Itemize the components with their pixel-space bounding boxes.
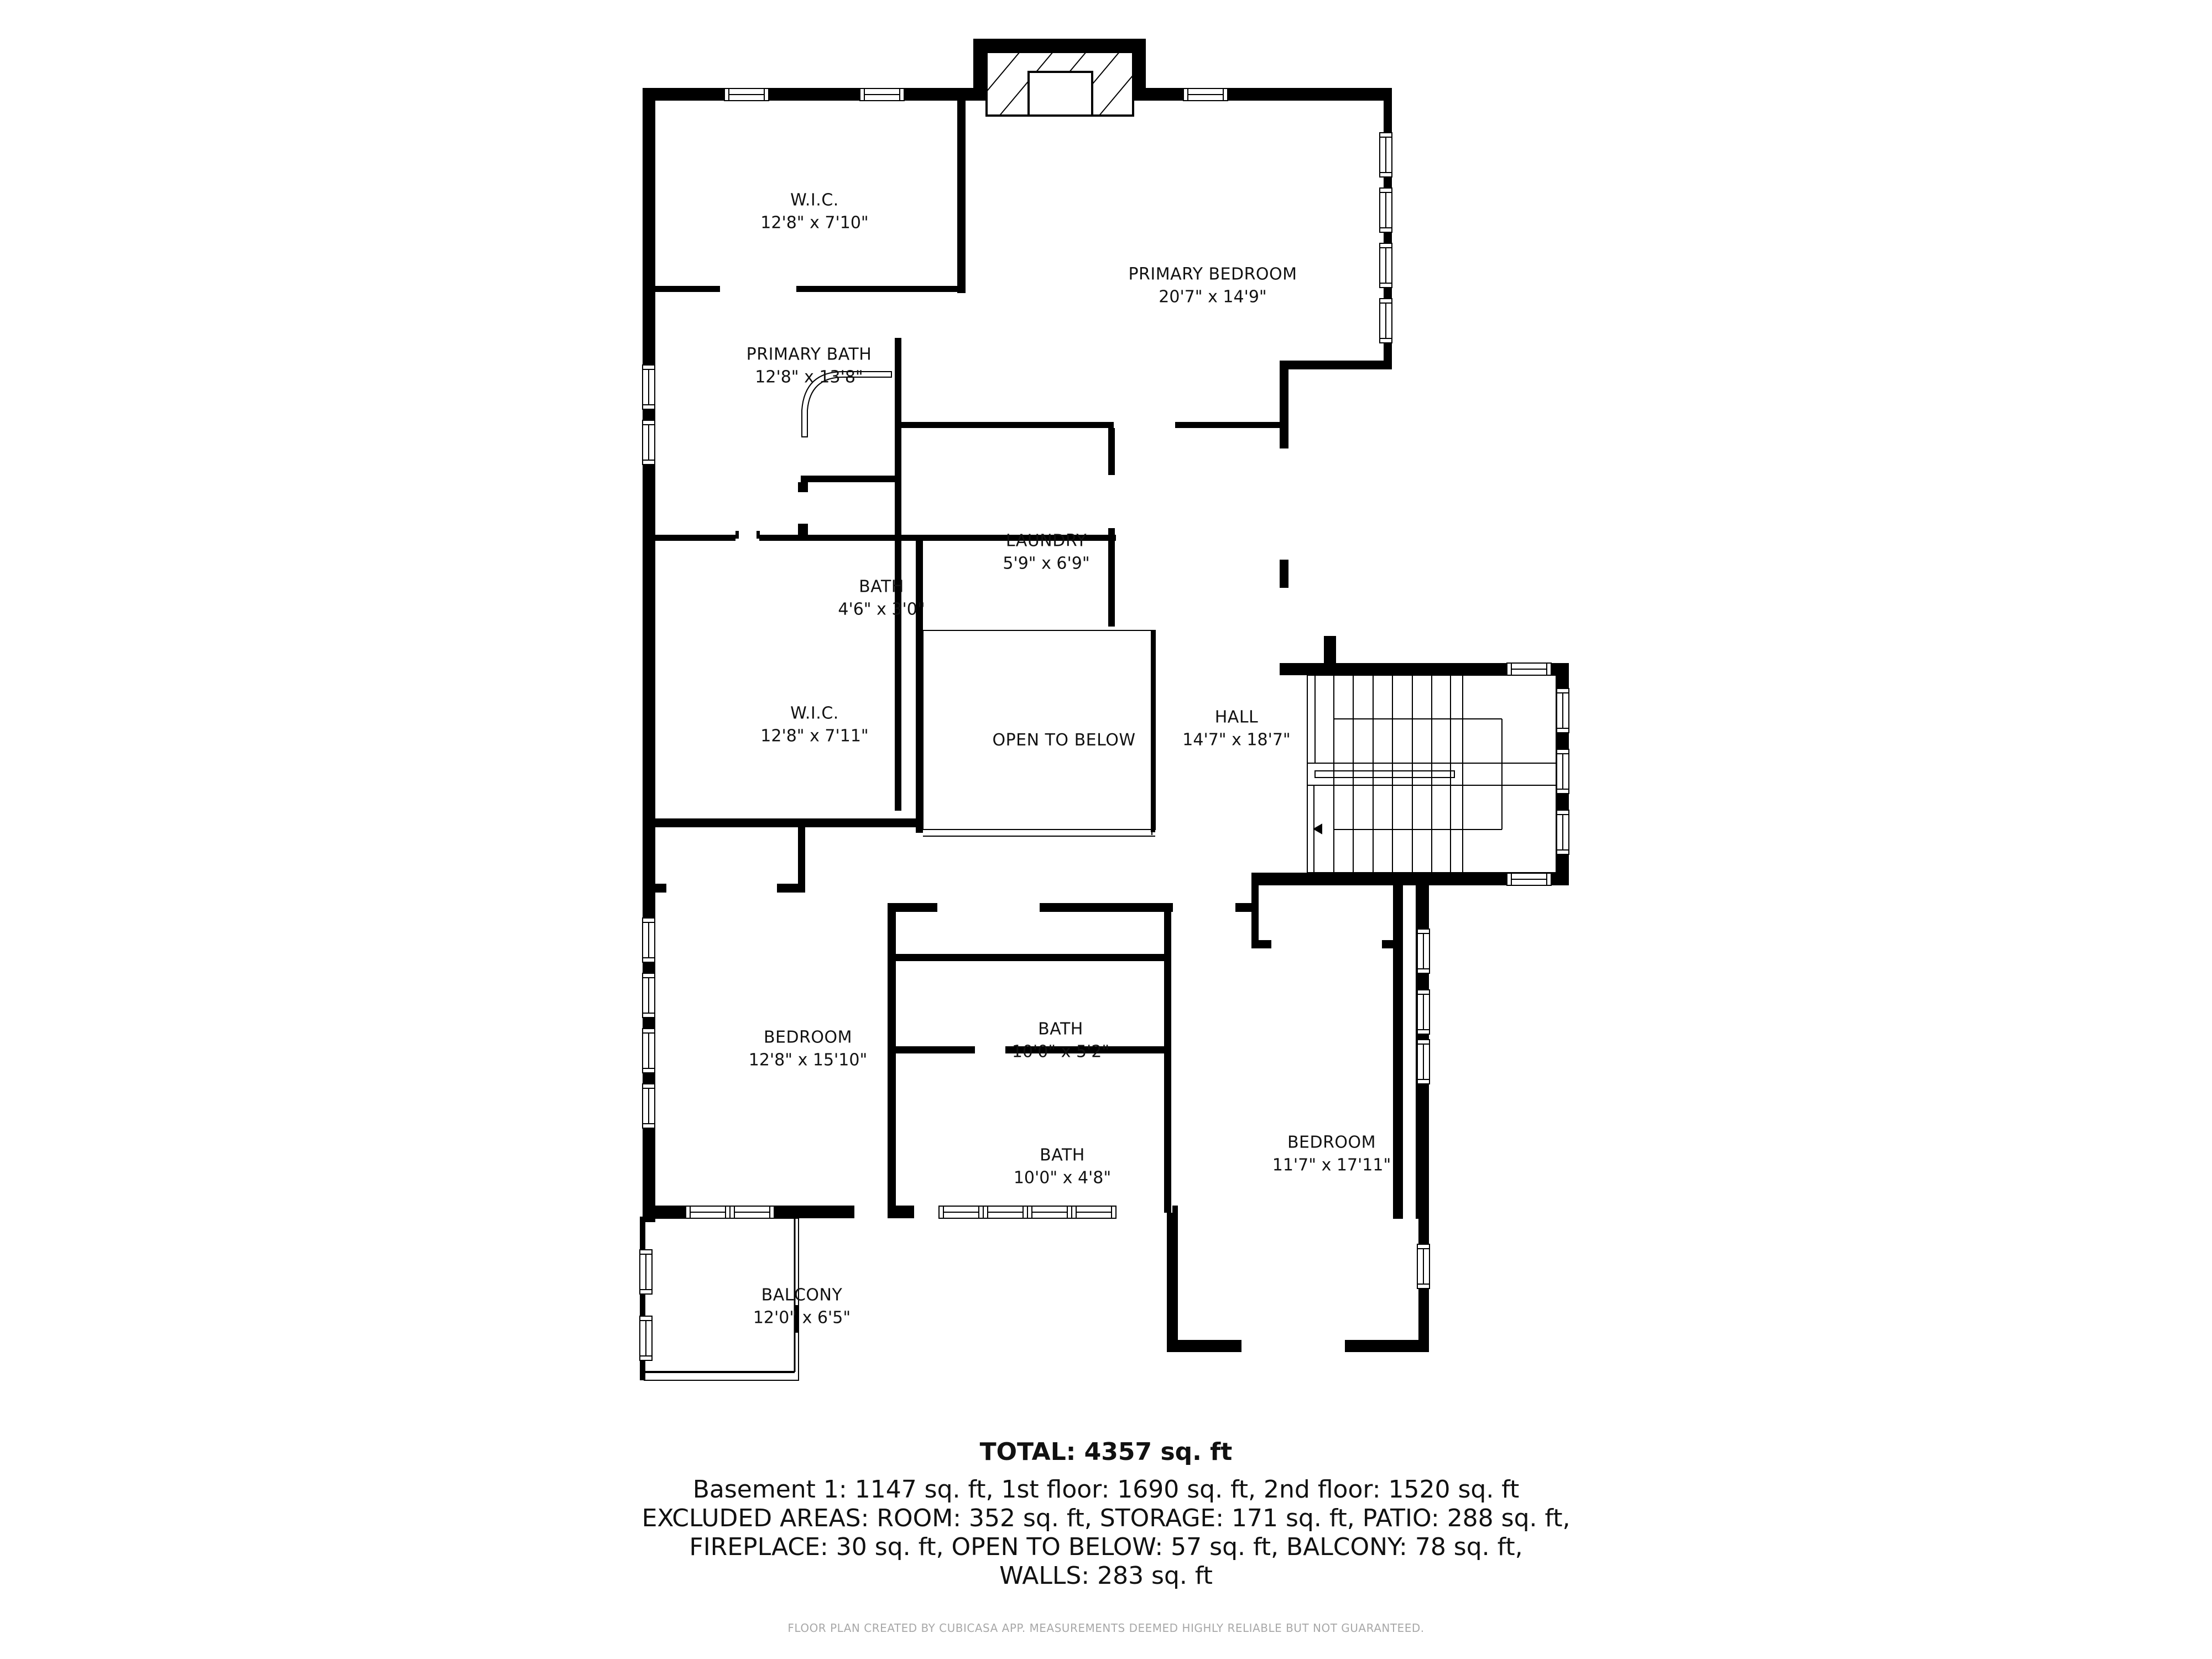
room-dimensions: 12'0" x 6'5" xyxy=(753,1308,851,1327)
room-label-balcony: BALCONY 12'0" x 6'5" xyxy=(753,1285,851,1329)
room-label-bedroom-right: BEDROOM 11'7" x 17'11" xyxy=(1272,1132,1391,1177)
room-label-wic-top: W.I.C. 12'8" x 7'10" xyxy=(760,190,868,234)
excluded-areas-line-1: EXCLUDED AREAS: ROOM: 352 sq. ft, STORAG… xyxy=(641,1504,1571,1532)
room-label-bedroom-left: BEDROOM 12'8" x 15'10" xyxy=(749,1027,868,1072)
room-name: PRIMARY BATH xyxy=(746,345,872,364)
room-dimensions: 12'8" x 7'11" xyxy=(760,726,869,745)
room-dimensions: 14'7" x 18'7" xyxy=(1182,730,1291,749)
room-dimensions: 20'7" x 14'9" xyxy=(1159,287,1267,306)
room-label-bath-lower: BATH 10'0" x 4'8" xyxy=(1014,1145,1111,1190)
room-name: W.I.C. xyxy=(790,703,839,723)
excluded-areas-line-2: FIREPLACE: 30 sq. ft, OPEN TO BELOW: 57 … xyxy=(689,1533,1523,1561)
room-label-wic-mid: W.I.C. 12'8" x 7'11" xyxy=(760,703,868,748)
staircase xyxy=(1307,675,1557,873)
room-name: BATH xyxy=(859,577,904,597)
curved-shower xyxy=(801,371,892,437)
walls-area: WALLS: 283 sq. ft xyxy=(999,1562,1213,1590)
room-dimensions: 10'0" x 4'8" xyxy=(1013,1168,1112,1187)
room-label-open-to-below: OPEN TO BELOW xyxy=(992,729,1135,752)
disclaimer: FLOOR PLAN CREATED BY CUBICASA APP. MEAS… xyxy=(787,1621,1425,1635)
room-label-primary-bedroom: PRIMARY BEDROOM 20'7" x 14'9" xyxy=(1128,264,1297,309)
room-label-hall: HALL 14'7" x 18'7" xyxy=(1182,707,1290,752)
total-area: TOTAL: 4357 sq. ft xyxy=(979,1438,1233,1466)
room-name: LAUNDRY xyxy=(1005,531,1087,551)
room-dimensions: 12'8" x 13'8" xyxy=(755,367,863,387)
room-dimensions: 10'0" x 5'2" xyxy=(1011,1042,1110,1061)
room-name: BALCONY xyxy=(761,1285,843,1305)
fireplace xyxy=(985,51,1134,117)
room-dimensions: 11'7" x 17'11" xyxy=(1272,1155,1391,1175)
room-label-laundry: LAUNDRY 5'9" x 6'9" xyxy=(1003,530,1089,575)
room-name: BATH xyxy=(1040,1145,1085,1165)
room-name: BEDROOM xyxy=(1287,1133,1376,1152)
room-dimensions: 12'8" x 7'10" xyxy=(760,213,869,232)
room-name: W.I.C. xyxy=(790,190,839,210)
floor-areas: Basement 1: 1147 sq. ft, 1st floor: 1690… xyxy=(692,1475,1520,1504)
room-label-bath-upper: BATH 10'0" x 5'2" xyxy=(1012,1019,1109,1063)
room-name: PRIMARY BEDROOM xyxy=(1128,264,1297,284)
room-name: OPEN TO BELOW xyxy=(992,730,1136,750)
room-dimensions: 12'8" x 15'10" xyxy=(748,1050,868,1070)
room-name: BEDROOM xyxy=(763,1027,853,1047)
room-name: HALL xyxy=(1214,707,1259,727)
room-dimensions: 5'9" x 6'9" xyxy=(1003,554,1090,573)
room-name: BATH xyxy=(1038,1019,1083,1039)
room-label-primary-bath: PRIMARY BATH 12'8" x 13'8" xyxy=(747,344,872,389)
room-dimensions: 4'6" x 3'0" xyxy=(838,599,925,619)
